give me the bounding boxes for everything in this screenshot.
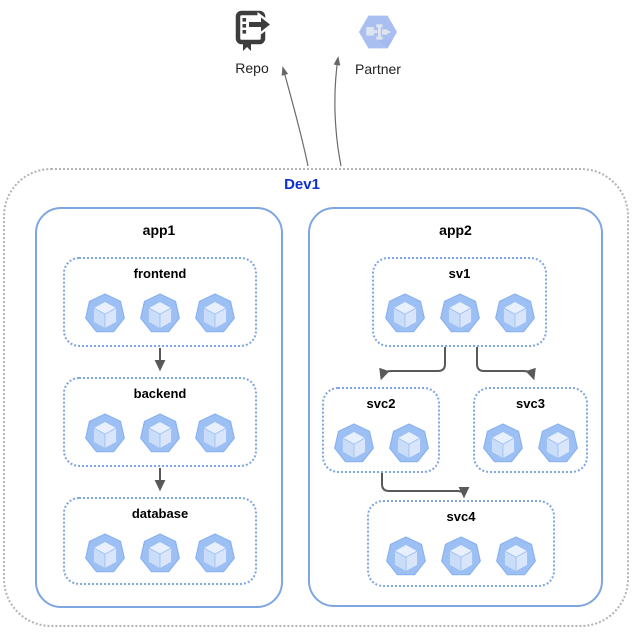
- service-box-svc3: svc3: [473, 387, 588, 473]
- cluster-dev1-label: Dev1: [284, 176, 320, 193]
- svc4-label: svc4: [446, 509, 476, 524]
- service-box-svc4: svc4: [367, 500, 555, 587]
- pod-icon: [85, 293, 125, 333]
- pod-icon: [441, 536, 481, 576]
- pod-icon: [494, 293, 535, 333]
- pod-icon: [333, 423, 374, 463]
- backend-pods: [85, 412, 235, 454]
- pod-icon: [195, 413, 235, 453]
- pod-icon: [538, 423, 578, 463]
- app2-label: app2: [439, 222, 472, 238]
- app1-label: app1: [142, 222, 176, 238]
- arrow-dev1-to-partner: [333, 56, 342, 167]
- external-node-repo: Repo: [224, 10, 280, 76]
- pod-icon: [386, 536, 426, 576]
- pod-icon: [483, 423, 523, 463]
- pod-icon: [140, 413, 180, 453]
- partner-hexagon-icon: [358, 15, 398, 49]
- pod-icon: [140, 293, 180, 333]
- external-node-partner: Partner: [348, 11, 408, 77]
- arrow-dev1-to-repo: [281, 66, 309, 167]
- service-box-database: database: [63, 497, 257, 585]
- database-label: database: [131, 506, 189, 521]
- pod-icon: [388, 423, 429, 463]
- database-pods: [85, 532, 235, 574]
- backend-label: backend: [133, 386, 187, 401]
- service-box-sv1: sv1: [372, 257, 547, 347]
- sv1-pods: [384, 292, 535, 334]
- partner-label: Partner: [355, 61, 401, 77]
- svc2-pods: [333, 422, 429, 464]
- service-box-svc2: svc2: [322, 387, 440, 473]
- svc3-pods: [483, 422, 578, 464]
- pod-icon: [85, 413, 125, 453]
- app-box-app2: app2: [308, 207, 603, 607]
- pod-icon: [439, 293, 480, 333]
- frontend-label: frontend: [133, 266, 187, 281]
- pod-icon: [195, 533, 235, 573]
- pod-icon: [384, 293, 425, 333]
- service-box-frontend: frontend: [63, 257, 257, 347]
- pod-icon: [85, 533, 125, 573]
- source-repository-icon: [235, 10, 272, 51]
- svc4-pods: [386, 535, 536, 577]
- frontend-pods: [85, 292, 235, 334]
- svc2-label: svc2: [366, 396, 396, 411]
- pod-icon: [140, 533, 180, 573]
- repo-label: Repo: [235, 60, 269, 76]
- sv1-label: sv1: [448, 266, 471, 281]
- app-box-app1: app1: [35, 207, 283, 608]
- service-box-backend: backend: [63, 377, 257, 467]
- pod-icon: [195, 293, 235, 333]
- pod-icon: [496, 536, 536, 576]
- svc3-label: svc3: [516, 396, 545, 411]
- cluster-dev1-frame: [3, 168, 629, 627]
